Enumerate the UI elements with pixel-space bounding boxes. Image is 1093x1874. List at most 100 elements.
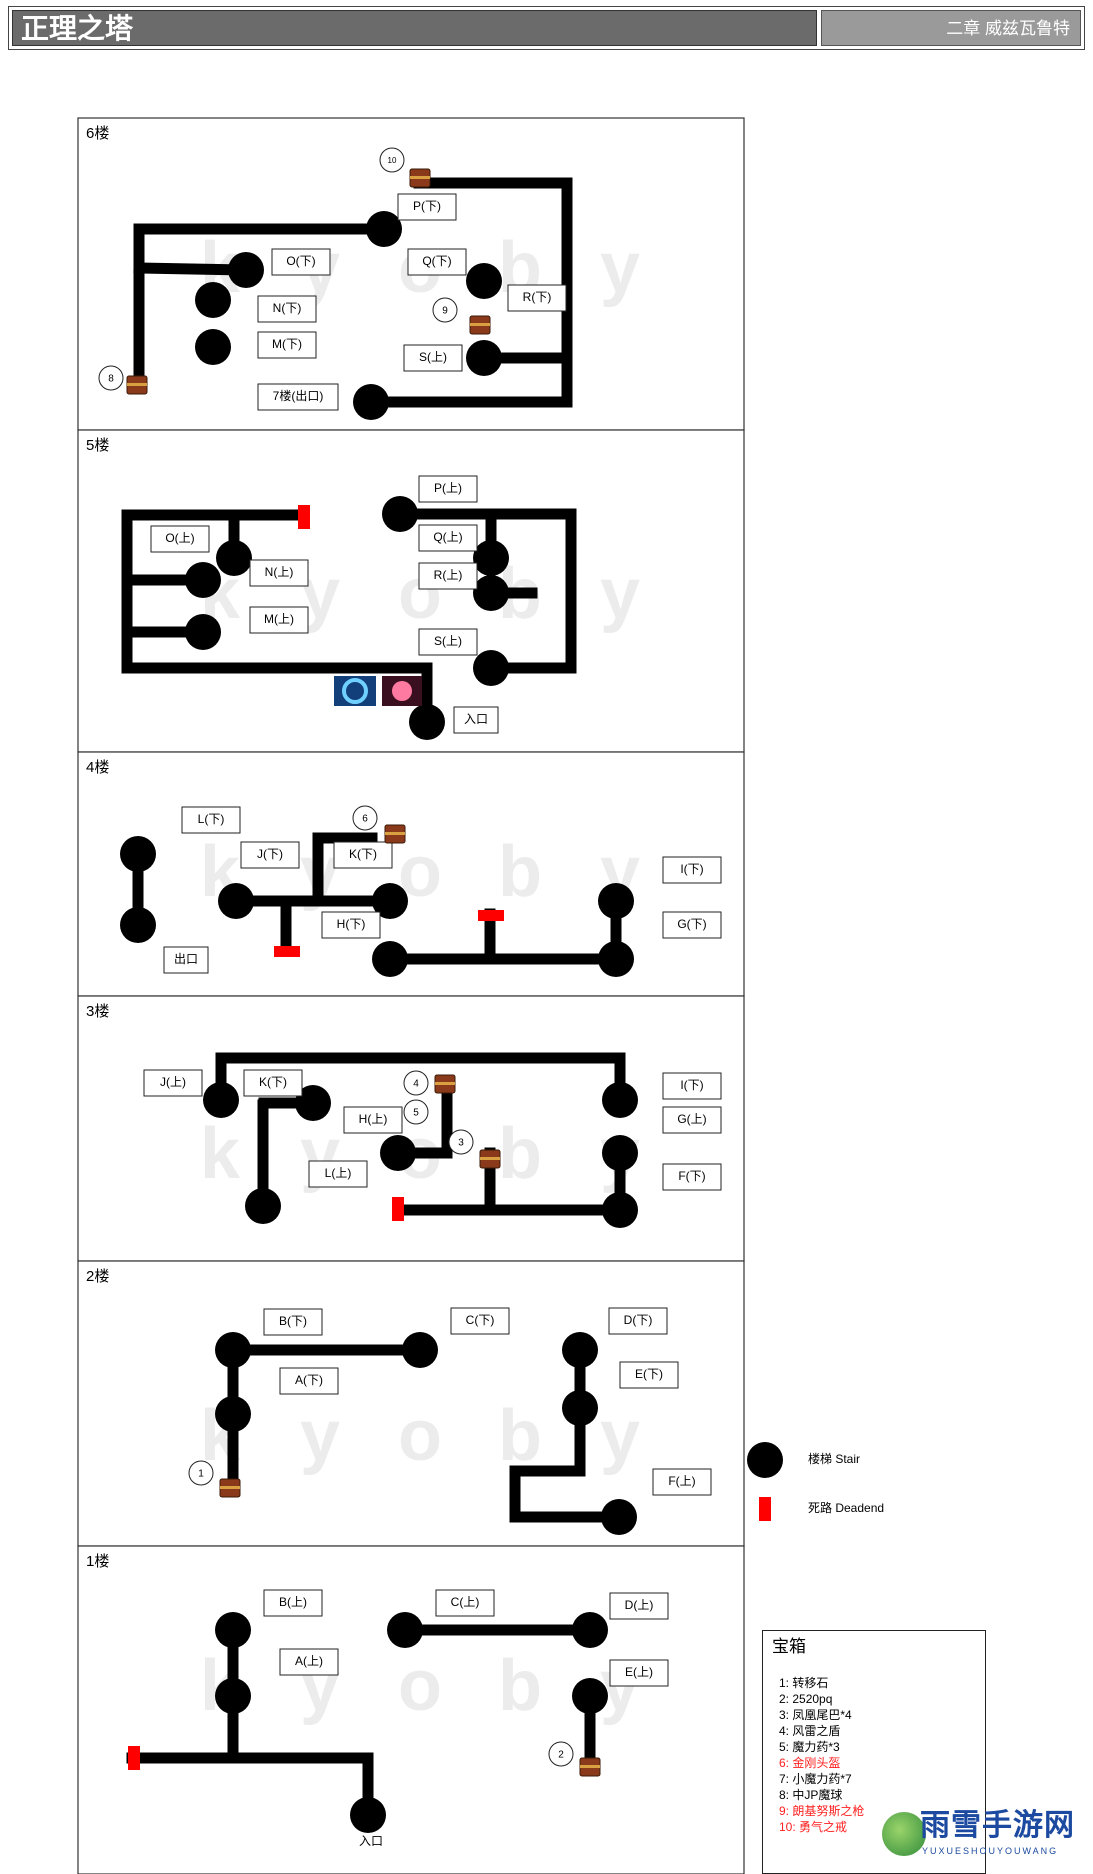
stair-node [598, 941, 634, 977]
stair-label-box [453, 706, 499, 734]
stair-label: E(上) [625, 1665, 653, 1679]
stair-node [215, 1332, 251, 1368]
stair-label-box [662, 1106, 722, 1134]
stair-label-box [662, 856, 722, 884]
deadend-marker [392, 1197, 404, 1221]
stair-node [402, 1332, 438, 1368]
background-watermark-letter: y [600, 1396, 640, 1476]
stair-label: L(上) [325, 1166, 352, 1180]
path-line [215, 1052, 626, 1106]
stair-label: E(下) [635, 1367, 663, 1381]
chest-number-circle [352, 805, 378, 831]
stair-label: B(下) [279, 1314, 307, 1328]
stair-label: G(下) [677, 917, 706, 931]
floor-label: 1楼 [86, 1553, 109, 1570]
stair-label-box [279, 1648, 339, 1676]
stair-node [203, 1082, 239, 1118]
stair-label: 7楼(出口) [273, 388, 324, 403]
stair-label: D(下) [624, 1313, 653, 1327]
chest-number: 9 [442, 306, 448, 317]
stair-node [387, 1612, 423, 1648]
stair-node [562, 1390, 598, 1426]
stair-label-box [662, 911, 722, 939]
stair-label-box [662, 1072, 722, 1100]
stair-node [562, 1332, 598, 1368]
stair-label-box [181, 806, 241, 834]
stair-label: L(下) [198, 812, 225, 826]
background-watermark-letter: b [498, 1396, 542, 1476]
stair-label: J(下) [257, 847, 283, 861]
stair-label-box [435, 1589, 495, 1617]
stair-label-box [271, 248, 331, 276]
chest-number-circle [548, 1741, 574, 1767]
path-line [509, 1402, 625, 1523]
legend-deadend-label: 死路 Deadend [808, 1500, 884, 1515]
stair-label-box [257, 383, 339, 411]
floor-label: 5楼 [86, 437, 109, 454]
deadend-marker [274, 946, 300, 957]
stair-node [409, 704, 445, 740]
stair-label: 入口 [464, 712, 488, 726]
stair-label-box [257, 331, 317, 359]
page-title: 正理之塔 [21, 13, 134, 44]
stair-label: 入口 [359, 1834, 383, 1848]
chest-item-9: 9: 朗基努斯之枪 [779, 1804, 865, 1818]
stair-label: R(上) [434, 568, 463, 582]
stair-label-box [609, 1659, 669, 1687]
stair-label-box [321, 911, 381, 939]
stair-label-box [333, 841, 393, 869]
deadend-marker [759, 1497, 771, 1521]
stair-label: Q(上) [433, 530, 462, 544]
site-logo-icon [882, 1812, 926, 1856]
stair-label-box [343, 1106, 403, 1134]
stair-node [380, 1135, 416, 1171]
chest-number-circle [403, 1070, 429, 1096]
chest-item-10: 10: 勇气之戒 [779, 1820, 848, 1834]
orb-tile-icon [392, 681, 412, 701]
stair-label: I(下) [680, 862, 703, 876]
stair-label: 出口 [174, 952, 198, 966]
stair-label-box [257, 295, 317, 323]
stair-node [120, 907, 156, 943]
chest-item-3: 3: 凤凰尾巴*4 [779, 1708, 852, 1722]
stair-label: A(下) [295, 1373, 323, 1387]
stair-node [353, 384, 389, 420]
deadend-marker [298, 505, 310, 529]
stair-label-box [418, 628, 478, 656]
background-watermark-letter: o [398, 1396, 442, 1476]
stair-label: J(上) [160, 1075, 186, 1089]
background-watermark-letter: y [300, 1396, 340, 1476]
background-watermark-letter: b [498, 832, 542, 912]
stair-node [601, 1499, 637, 1535]
stair-label-box [418, 475, 478, 503]
stair-label: S(上) [419, 350, 447, 364]
background-watermark-letter: b [498, 1114, 542, 1194]
stair-label-box [163, 946, 209, 974]
background-watermark-letter: b [498, 1646, 542, 1726]
chest-list-panel: 宝箱 1: 转移石 2: 2520pq 3: 凤凰尾巴*4 4: 风雷之盾 5:… [762, 1630, 986, 1874]
stair-label-box [249, 606, 309, 634]
stair-label-box [397, 193, 457, 221]
chest-number-circle [403, 1099, 429, 1125]
stair-label-box [652, 1468, 712, 1496]
watermark-text: 雨雪手游网 [920, 1809, 1075, 1842]
stair-node [602, 1082, 638, 1118]
floor-label: 3楼 [86, 1003, 109, 1020]
stair-label: C(下) [466, 1313, 495, 1327]
floor-label: 6楼 [86, 125, 109, 142]
background-watermark-letter: y [600, 228, 640, 308]
stair-label: K(下) [349, 847, 377, 861]
stair-node [195, 282, 231, 318]
warp-tile-icon [342, 678, 368, 704]
path-line [133, 223, 390, 390]
stair-label: H(上) [359, 1112, 388, 1126]
chest-number-circle [448, 1129, 474, 1155]
stair-label-box [263, 1308, 323, 1336]
chest-list-title: 宝箱 [772, 1637, 806, 1656]
site-watermark: 雨雪手游网 YUXUESHOUYOUWANG [880, 1808, 1093, 1874]
stair-label: O(下) [286, 254, 315, 268]
stair-label-box [240, 841, 300, 869]
header: 正理之塔 二章 威兹瓦鲁特 [8, 6, 1085, 50]
stair-label: M(下) [272, 337, 302, 351]
stair-label: P(下) [413, 199, 441, 213]
